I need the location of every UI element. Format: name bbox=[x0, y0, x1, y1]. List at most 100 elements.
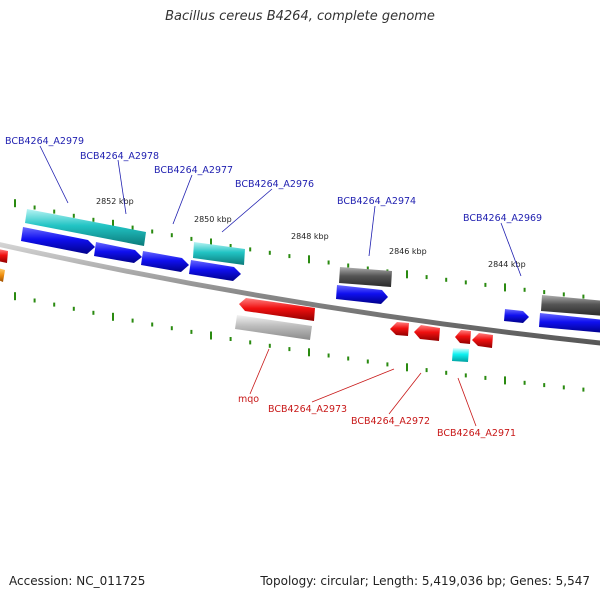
scale-label-2852: 2852 kbp bbox=[96, 197, 134, 206]
gene-red-edge[interactable] bbox=[0, 249, 8, 263]
tick-inner-10 bbox=[210, 331, 212, 340]
tick-outer-18 bbox=[366, 266, 369, 271]
tick-inner-18 bbox=[366, 359, 369, 364]
tick-inner-14 bbox=[288, 347, 291, 352]
gene-blue-7[interactable] bbox=[539, 313, 600, 333]
leader-A2972 bbox=[388, 372, 422, 415]
gene-A2972[interactable] bbox=[414, 325, 440, 341]
gene-red-small[interactable] bbox=[455, 330, 471, 344]
genome-backbone bbox=[0, 242, 600, 346]
gene-orange-edge[interactable] bbox=[0, 268, 5, 282]
tick-outer-10 bbox=[210, 238, 212, 247]
tick-outer-22 bbox=[445, 277, 448, 282]
label-A2974[interactable]: BCB4264_A2974 bbox=[337, 196, 416, 207]
tick-inner-28 bbox=[562, 385, 565, 390]
gene-light-gray[interactable] bbox=[235, 315, 312, 340]
tick-outer-25 bbox=[504, 283, 506, 292]
tick-outer-3 bbox=[72, 213, 75, 218]
genome-summary: Topology: circular; Length: 5,419,036 bp… bbox=[260, 574, 590, 588]
tick-outer-0 bbox=[14, 199, 16, 208]
tick-inner-9 bbox=[190, 329, 193, 334]
gene-mqo[interactable] bbox=[239, 298, 315, 321]
tick-outer-9 bbox=[190, 236, 193, 241]
leader-A2973 bbox=[311, 368, 395, 403]
accession-text: Accession: NC_011725 bbox=[9, 574, 146, 588]
tick-inner-19 bbox=[386, 362, 389, 367]
gene-A2971[interactable] bbox=[452, 348, 469, 362]
gene-A2977[interactable] bbox=[141, 251, 189, 272]
tick-outer-4 bbox=[92, 217, 95, 222]
tick-outer-27 bbox=[543, 290, 546, 295]
gene-A2979[interactable] bbox=[25, 209, 146, 246]
gene-A2973[interactable] bbox=[390, 322, 409, 336]
tick-inner-11 bbox=[229, 337, 232, 341]
map-title: Bacillus cereus B4264, complete genome bbox=[165, 9, 435, 24]
gene-blue-6[interactable] bbox=[504, 309, 529, 323]
tick-outer-23 bbox=[464, 280, 467, 285]
scale-label-2844: 2844 kbp bbox=[488, 260, 526, 269]
leader-A2978 bbox=[117, 159, 127, 215]
leader-A2969 bbox=[500, 222, 522, 277]
tick-outer-7 bbox=[151, 229, 154, 234]
tick-inner-17 bbox=[347, 356, 350, 361]
label-A2971[interactable]: BCB4264_A2971 bbox=[437, 428, 516, 439]
tick-inner-15 bbox=[308, 348, 310, 357]
tick-outer-14 bbox=[288, 254, 291, 259]
tick-inner-1 bbox=[33, 298, 36, 303]
label-A2979[interactable]: BCB4264_A2979 bbox=[5, 136, 84, 147]
gene-blue-4[interactable] bbox=[189, 260, 241, 281]
tick-outer-26 bbox=[523, 287, 526, 292]
leader-A2976 bbox=[221, 188, 273, 233]
tick-inner-13 bbox=[268, 343, 271, 348]
tick-inner-2 bbox=[53, 302, 56, 307]
gene-A2974[interactable] bbox=[339, 267, 392, 287]
tick-outer-1 bbox=[33, 205, 36, 210]
leader-A2971 bbox=[457, 377, 477, 427]
tick-inner-7 bbox=[151, 322, 154, 327]
scale-ticks-inner bbox=[14, 292, 585, 392]
label-A2973[interactable]: BCB4264_A2973 bbox=[268, 404, 347, 415]
tick-outer-29 bbox=[582, 294, 585, 299]
tick-inner-16 bbox=[327, 353, 330, 358]
tick-outer-17 bbox=[347, 263, 350, 268]
gene-A2976[interactable] bbox=[193, 242, 245, 265]
scale-label-2850: 2850 kbp bbox=[194, 215, 232, 224]
tick-inner-24 bbox=[484, 375, 487, 380]
label-A2976[interactable]: BCB4264_A2976 bbox=[235, 179, 314, 190]
tick-inner-4 bbox=[92, 310, 95, 315]
tick-outer-11 bbox=[229, 244, 232, 248]
gene-A2969[interactable] bbox=[541, 295, 600, 316]
tick-inner-21 bbox=[425, 368, 428, 373]
tick-outer-6 bbox=[131, 225, 134, 230]
tick-outer-2 bbox=[53, 209, 56, 214]
tick-outer-24 bbox=[484, 282, 487, 287]
tick-outer-8 bbox=[170, 233, 173, 238]
tick-outer-16 bbox=[327, 260, 330, 265]
tick-inner-3 bbox=[72, 306, 75, 311]
tick-inner-25 bbox=[504, 376, 506, 385]
tick-inner-29 bbox=[582, 387, 585, 392]
gene-A2978[interactable] bbox=[21, 227, 95, 254]
label-mqo[interactable]: mqo bbox=[238, 394, 259, 405]
label-A2977[interactable]: BCB4264_A2977 bbox=[154, 165, 233, 176]
leader-A2974 bbox=[368, 205, 376, 257]
tick-outer-20 bbox=[406, 270, 408, 279]
tick-inner-0 bbox=[14, 292, 16, 301]
tick-inner-8 bbox=[170, 326, 173, 331]
tick-inner-22 bbox=[445, 370, 448, 375]
label-A2972[interactable]: BCB4264_A2972 bbox=[351, 416, 430, 427]
tick-inner-26 bbox=[523, 380, 526, 385]
gene-blue-5[interactable] bbox=[336, 285, 388, 304]
tick-outer-12 bbox=[249, 247, 252, 252]
tick-inner-23 bbox=[464, 373, 467, 378]
gene-blue-2[interactable] bbox=[94, 242, 142, 263]
scale-label-2846: 2846 kbp bbox=[389, 247, 427, 256]
label-A2978[interactable]: BCB4264_A2978 bbox=[80, 151, 159, 162]
gene-red-small-2[interactable] bbox=[472, 333, 493, 348]
leader-A2979 bbox=[39, 145, 69, 204]
tick-outer-21 bbox=[425, 275, 428, 280]
label-A2969[interactable]: BCB4264_A2969 bbox=[463, 213, 542, 224]
tick-inner-27 bbox=[543, 383, 546, 388]
tick-outer-13 bbox=[268, 250, 271, 255]
